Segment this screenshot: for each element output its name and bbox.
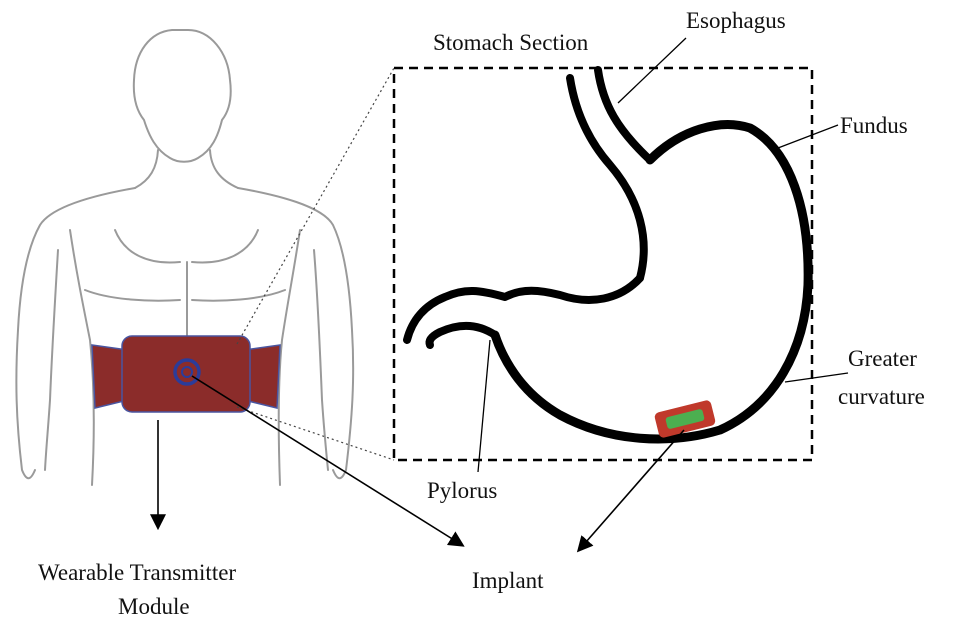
human-body-outline-icon (16, 30, 353, 485)
stomach-section-label: Stomach Section (433, 30, 589, 55)
leader-lines (478, 38, 848, 472)
arrow-to-implant-from-device (579, 430, 684, 550)
wearable-transmitter-belt (92, 336, 280, 412)
wearable-transmitter-label-line1: Wearable Transmitter (38, 560, 236, 585)
fundus-label: Fundus (840, 113, 908, 138)
stomach-outline (407, 70, 808, 439)
greater-curvature-label-line2: curvature (838, 384, 925, 409)
esophagus-label: Esophagus (686, 8, 786, 33)
implant-label: Implant (472, 568, 544, 593)
wearable-transmitter-label-line2: Module (118, 594, 190, 619)
pylorus-label: Pylorus (427, 478, 497, 503)
greater-curvature-label-line1: Greater (848, 346, 917, 371)
